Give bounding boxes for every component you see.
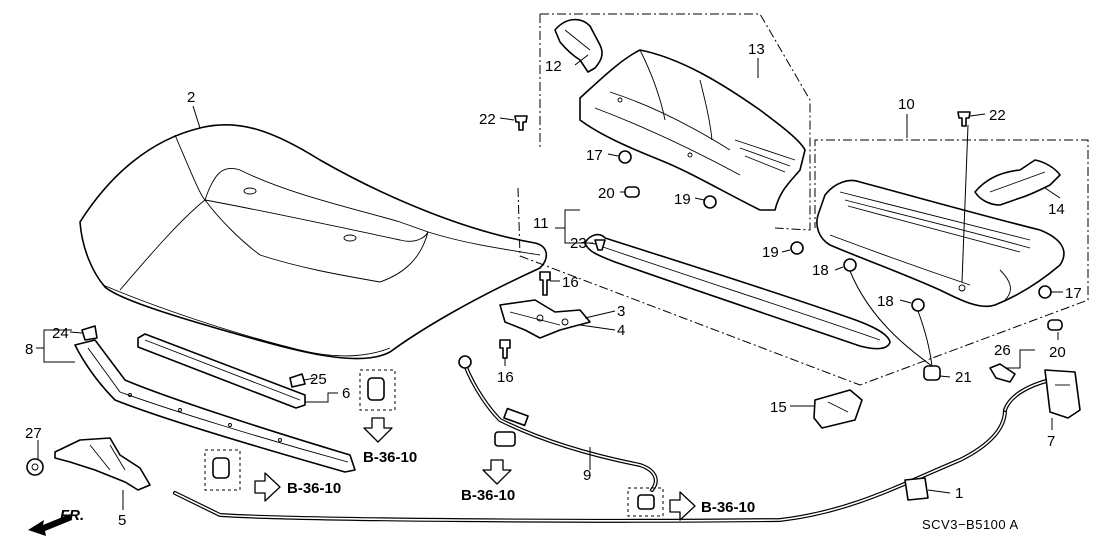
callout-25: 25 [310, 371, 327, 388]
callout-1: 1 [955, 485, 963, 502]
callout-7: 7 [1047, 433, 1055, 450]
cowl-top-right [816, 179, 1065, 308]
callout-21: 21 [955, 369, 972, 386]
callout-17b: 17 [1065, 285, 1082, 302]
front-label: FR. [60, 507, 84, 524]
callout-27: 27 [25, 425, 42, 442]
ref-box-1 [359, 369, 396, 411]
callout-8: 8 [25, 341, 33, 358]
ref-box-3 [627, 487, 664, 517]
callout-19a: 19 [674, 191, 691, 208]
group-box-13 [539, 13, 811, 231]
ref-arrow-down-2 [482, 459, 512, 485]
side-cover-15 [813, 389, 863, 429]
callout-18a: 18 [812, 262, 829, 279]
callout-10: 10 [898, 96, 915, 113]
callout-24: 24 [52, 325, 69, 342]
ref-arrow-right-2 [669, 491, 696, 521]
callout-3: 3 [617, 303, 625, 320]
callout-13: 13 [748, 41, 765, 58]
windshield-dam-rubber [584, 233, 891, 350]
callout-19b: 19 [762, 244, 779, 261]
hood-lock [26, 437, 151, 491]
callout-15: 15 [770, 399, 787, 416]
hood-lock-support [74, 339, 356, 473]
ref-arrow-right-1 [254, 472, 281, 502]
callout-9: 9 [583, 467, 591, 484]
hood-opener-cable [458, 355, 658, 492]
callout-22a: 22 [479, 111, 496, 128]
group-box-11 [517, 139, 1089, 386]
cowl-bracket-12 [554, 18, 603, 73]
fasteners [81, 111, 1063, 510]
callout-20a: 20 [598, 185, 615, 202]
callout-14: 14 [1048, 201, 1065, 218]
leader-lines [36, 54, 1063, 510]
callout-11: 11 [533, 215, 549, 232]
hood-release-cable [173, 369, 1081, 523]
ref-arrow-down-1 [363, 417, 393, 443]
ref-label-3: B-36-10 [461, 487, 515, 504]
callout-16b: 16 [497, 369, 514, 386]
callout-22b: 22 [989, 107, 1006, 124]
front-arrow-icon [28, 514, 72, 536]
ref-box-2 [204, 449, 241, 491]
callout-18b: 18 [877, 293, 894, 310]
callout-2: 2 [187, 89, 195, 106]
callouts: 1 2 3 4 5 6 7 8 9 10 11 12 13 14 15 16 1… [25, 41, 1082, 529]
ref-label-1: B-36-10 [363, 449, 417, 466]
callout-6: 6 [342, 385, 350, 402]
hood [79, 124, 548, 360]
cowl-bracket-14 [974, 159, 1061, 206]
callout-4: 4 [617, 322, 625, 339]
callout-12: 12 [545, 58, 562, 75]
hood-hinge [499, 299, 591, 339]
ref-label-4: B-36-10 [701, 499, 755, 516]
callout-20b: 20 [1049, 344, 1066, 361]
callout-5: 5 [118, 512, 126, 529]
callout-16a: 16 [562, 274, 579, 291]
callout-26: 26 [994, 342, 1011, 359]
hood-seal [137, 333, 306, 409]
diagram-code: SCV3−B5100 A [922, 517, 1019, 532]
cowl-top-left [579, 49, 806, 211]
ref-label-2: B-36-10 [287, 480, 341, 497]
callout-23: 23 [570, 235, 587, 252]
callout-17a: 17 [586, 147, 603, 164]
